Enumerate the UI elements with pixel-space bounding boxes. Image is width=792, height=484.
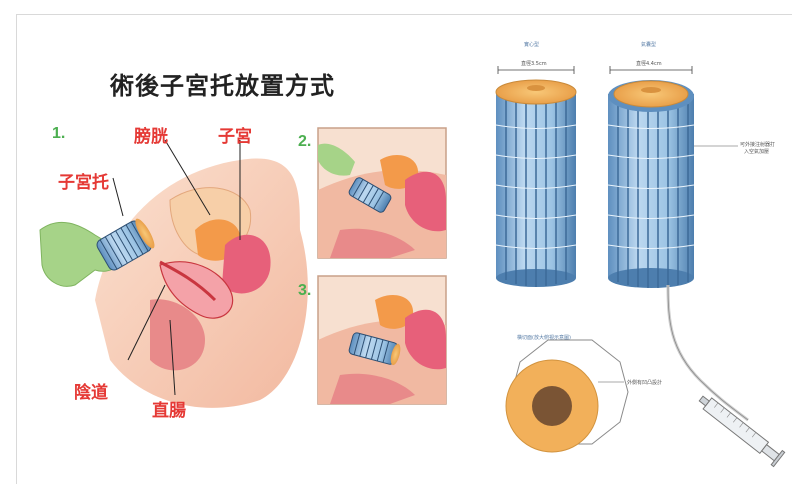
solid-cylinder-diameter: 直徑3.5cm	[521, 60, 547, 67]
label-vagina: 陰道	[74, 378, 108, 403]
air-pessary-cylinder	[608, 66, 748, 420]
label-pessary: 子宮托	[58, 168, 109, 193]
step-2-number: 2.	[298, 133, 311, 151]
solid-pessary-cylinder	[496, 66, 576, 287]
air-cylinder-diameter: 直徑4.4cm	[636, 60, 662, 67]
cross-section-title: 橫切面(放大俯視示意圖)	[517, 334, 571, 341]
step-2-inset	[318, 128, 446, 258]
step-3-inset	[318, 276, 446, 404]
step-1-number: 1.	[52, 125, 65, 143]
solid-cylinder-title: 實心型	[524, 41, 539, 48]
label-rectum: 直腸	[152, 396, 186, 421]
page-title: 術後子宮托放置方式	[110, 66, 335, 101]
air-cylinder-note-2: 入空氣加壓	[744, 148, 769, 155]
label-uterus: 子宮	[218, 122, 252, 147]
step-3-number: 3.	[298, 282, 311, 300]
cross-section-note: 外側有凹凸設計	[627, 379, 662, 386]
air-cylinder-note-1: 可外接注射器打	[740, 141, 775, 148]
label-bladder: 膀胱	[134, 122, 168, 147]
cross-section-top-view	[506, 340, 628, 452]
syringe	[696, 391, 785, 466]
air-cylinder-title: 氣囊型	[641, 41, 656, 48]
